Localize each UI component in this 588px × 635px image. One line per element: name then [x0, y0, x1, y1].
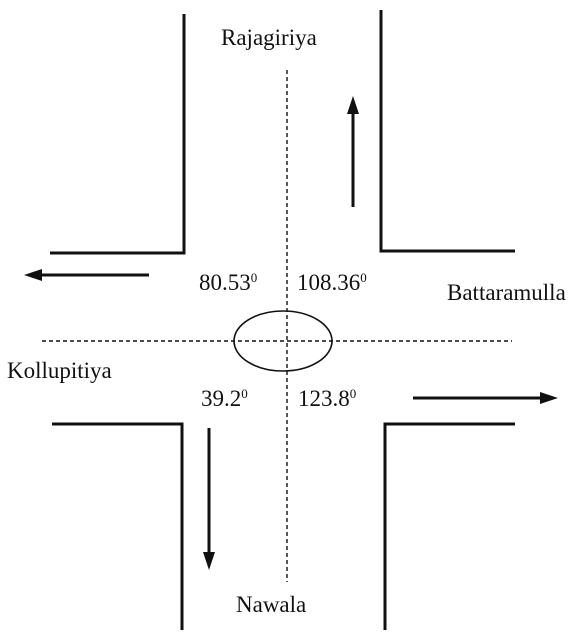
- angle-label-south-east: 123.80: [298, 386, 356, 411]
- place-label-south: Nawala: [236, 592, 306, 617]
- arrow-north: [347, 96, 359, 207]
- angle-label-north-east: 108.360: [297, 270, 367, 295]
- road-edge-south-east: [383, 422, 515, 630]
- road-edge-north-east: [379, 10, 515, 253]
- road-edge-south-west: [52, 422, 184, 630]
- arrow-east: [413, 392, 558, 404]
- arrow-west: [24, 269, 149, 281]
- arrow-south: [203, 428, 215, 570]
- place-label-west: Kollupitiya: [7, 358, 112, 383]
- place-label-north: Rajagiriya: [221, 25, 317, 50]
- road-edges: [50, 10, 515, 630]
- angle-label-north-west: 80.530: [199, 270, 257, 295]
- place-label-east: Battaramulla: [447, 280, 566, 305]
- roundabout-ellipse: [233, 310, 333, 372]
- road-edge-north-west: [50, 14, 186, 255]
- angle-label-south-west: 39.20: [201, 386, 248, 411]
